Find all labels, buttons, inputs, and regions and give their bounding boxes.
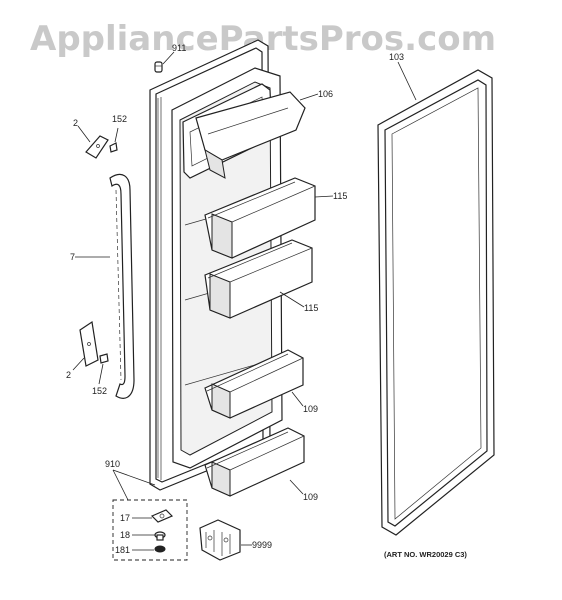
callout-181: 181 — [115, 545, 130, 555]
callout-152-upper: 152 — [112, 114, 127, 124]
callout-17: 17 — [120, 513, 130, 523]
part-181-hinge-pin[interactable] — [154, 545, 166, 553]
door-gasket[interactable] — [377, 69, 495, 536]
callout-18: 18 — [120, 530, 130, 540]
part-17-hinge-bracket[interactable] — [150, 509, 174, 523]
part-2-handle-mount-lower[interactable] — [79, 320, 99, 367]
callout-106: 106 — [318, 89, 333, 99]
callout-103: 103 — [389, 52, 404, 62]
callout-910: 910 — [105, 459, 120, 469]
part-115-door-bin-lower[interactable] — [204, 239, 313, 319]
callout-7: 7 — [70, 252, 75, 262]
art-number: (ART NO. WR20029 C3) — [384, 550, 467, 559]
part-109-door-bin-lower[interactable] — [204, 427, 305, 497]
part-9999-bin-clips[interactable] — [199, 519, 241, 561]
callout-9999: 9999 — [252, 540, 272, 550]
callout-2-upper: 2 — [73, 118, 78, 128]
part-911-plug[interactable] — [154, 61, 163, 73]
part-152-screw-upper[interactable] — [109, 142, 118, 153]
part-106-dispenser-cover[interactable] — [195, 91, 306, 179]
part-152-screw-lower[interactable] — [99, 353, 109, 364]
part-115-door-bin-upper[interactable] — [204, 177, 316, 259]
part-109-door-bin-upper[interactable] — [204, 349, 304, 419]
part-7-door-handle[interactable] — [109, 173, 135, 399]
callout-109-upper: 109 — [303, 404, 318, 414]
callout-115-lower: 115 — [304, 303, 318, 313]
callout-115-upper: 115 — [333, 191, 347, 201]
hinge-parts-group-box — [112, 499, 188, 561]
callout-109-lower: 109 — [303, 492, 318, 502]
part-18-bushing[interactable] — [154, 531, 166, 541]
callout-152-lower: 152 — [92, 386, 107, 396]
callout-911: 911 — [172, 43, 186, 53]
callout-2-lower: 2 — [66, 370, 71, 380]
part-2-handle-mount-upper[interactable] — [85, 135, 109, 159]
